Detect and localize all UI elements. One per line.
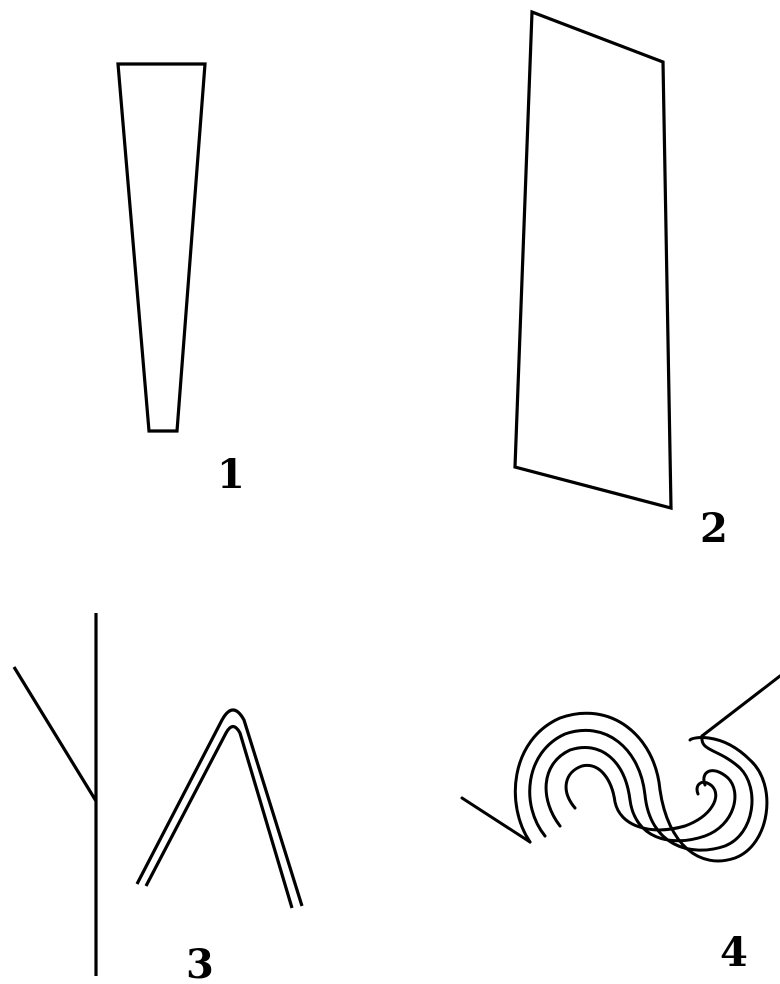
figure-3: 3: [14, 613, 302, 984]
spiral-stroke-1: [515, 713, 767, 861]
figure-3-label: 3: [186, 941, 214, 984]
slab-shape: [515, 12, 671, 508]
figure-4-label: 4: [720, 929, 748, 976]
figure-2: 2: [515, 12, 728, 552]
wedge-shape: [118, 64, 205, 431]
branch-arm: [14, 667, 96, 801]
spiral-tail-right: [702, 676, 780, 736]
figure-1: 1: [118, 64, 245, 498]
spiral-stroke-2: [530, 730, 752, 850]
inverted-v-outer: [137, 710, 302, 906]
inverted-v-inner: [146, 727, 292, 909]
figure-4: 4: [462, 676, 780, 976]
figure-2-label: 2: [700, 505, 728, 552]
spiral-strokes: [515, 713, 767, 861]
figure-1-label: 1: [217, 451, 245, 498]
